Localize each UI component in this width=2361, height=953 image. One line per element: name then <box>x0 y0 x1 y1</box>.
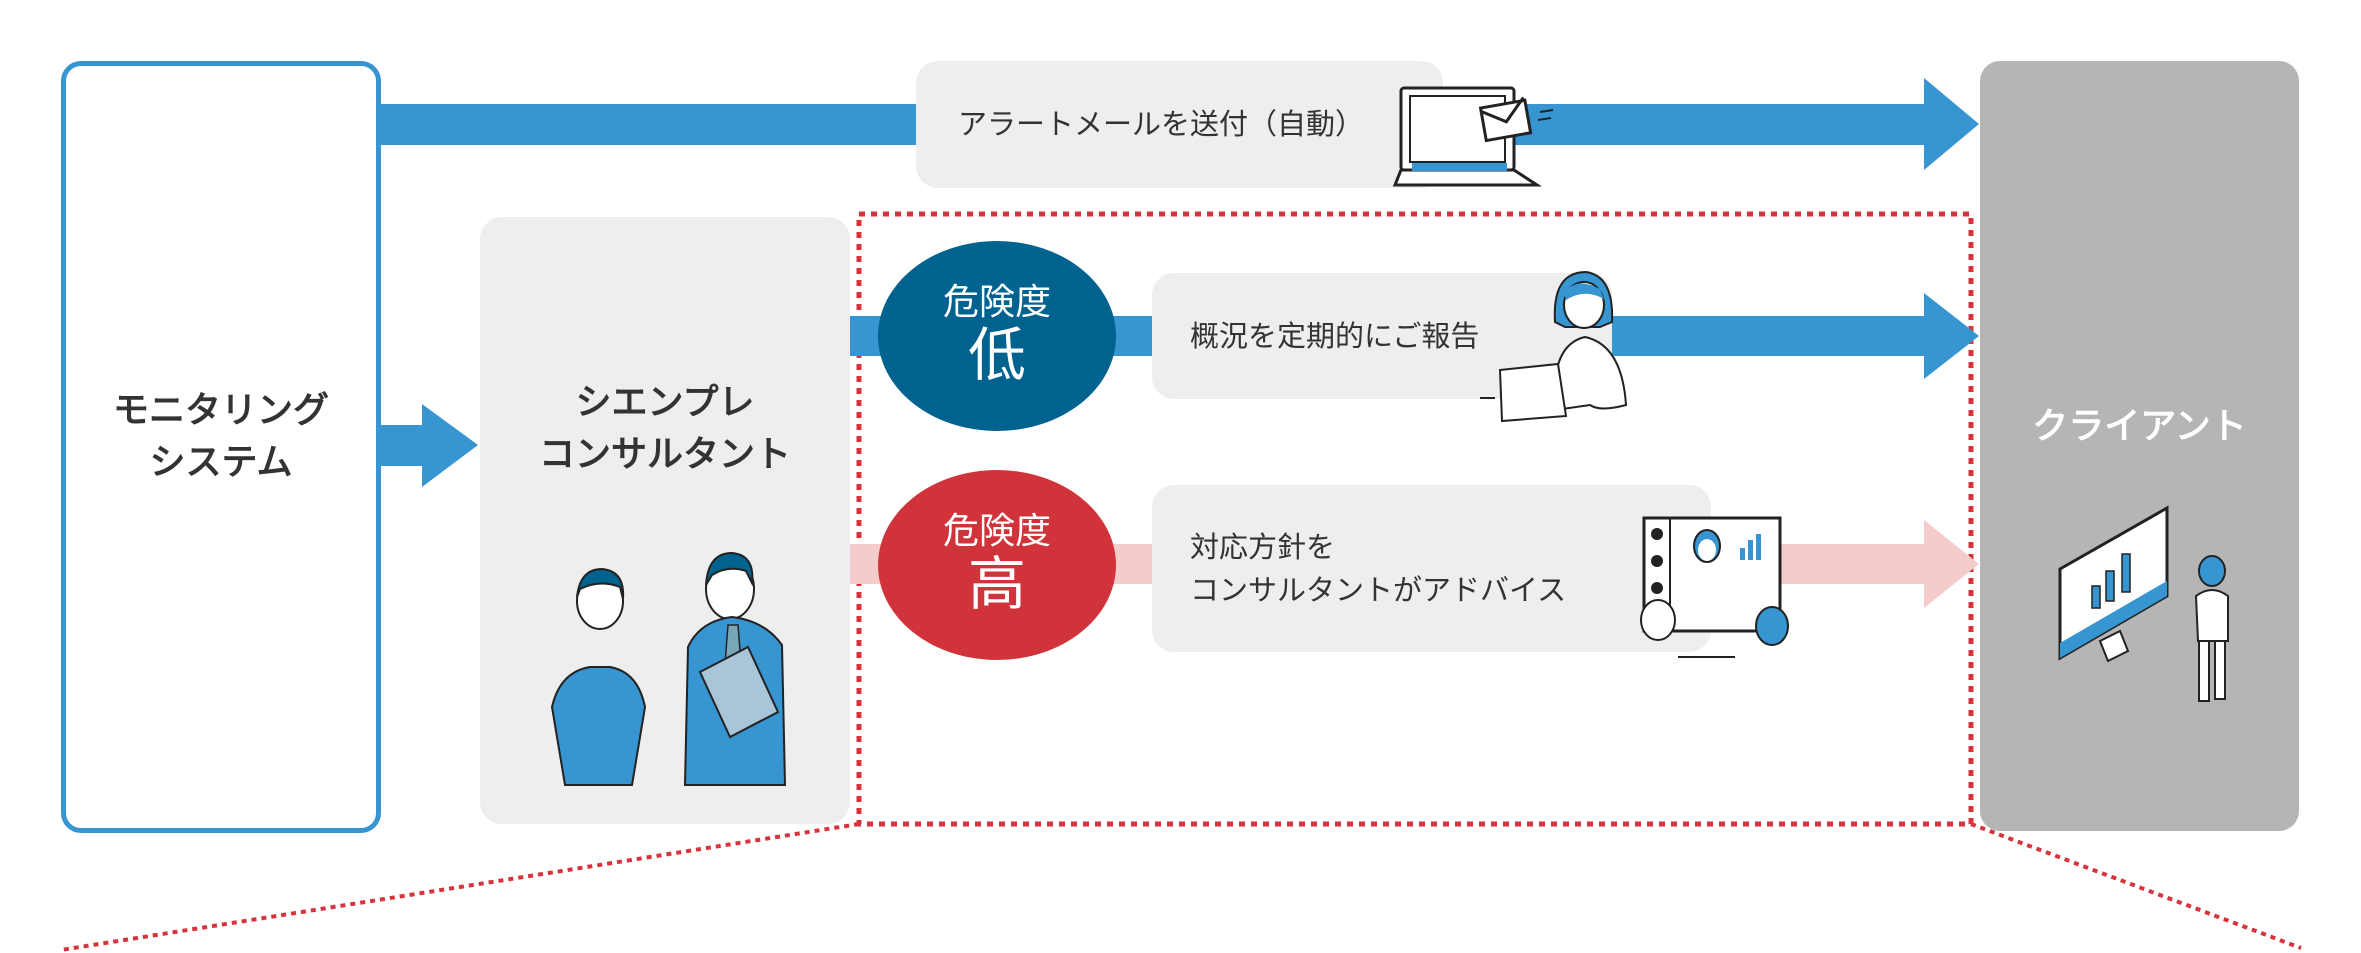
alert-connector-bar <box>376 104 921 145</box>
consultant-title-line1: シエンプレ <box>575 382 755 423</box>
high-arrow-shaft <box>1700 544 1930 584</box>
consultants-illustration <box>550 551 787 786</box>
risk-low-level: 低 <box>967 321 1026 390</box>
alert-box: アラートメールを送付（自動） <box>916 61 1443 188</box>
zoom-line-right <box>1970 822 2302 950</box>
client-title: クライアント <box>2032 406 2247 447</box>
risk-assessment-frame <box>856 211 1974 827</box>
high-arrow-head <box>1924 520 1979 608</box>
client-box: クライアント <box>1980 61 2299 831</box>
alert-arrow-shaft <box>1440 104 1930 145</box>
risk-high-badge: 危険度 高 <box>878 470 1116 660</box>
risk-low-label: 危険度 <box>942 281 1051 323</box>
consultant-title-line2: コンサルタント <box>538 434 791 476</box>
risk-low-badge: 危険度 低 <box>878 241 1116 431</box>
consultant-arrow-shaft <box>376 425 426 466</box>
monitoring-system-box: モニタリング システム <box>61 61 381 833</box>
advice-text-line1: 対応方針を <box>1190 530 1336 565</box>
risk-high-label: 危険度 <box>942 510 1051 552</box>
advice-box: 対応方針を コンサルタントがアドバイス <box>1152 485 1711 652</box>
advice-text-line2: コンサルタントがアドバイス <box>1190 572 1567 607</box>
report-box: 概況を定期的にご報告 <box>1152 273 1612 399</box>
consultant-arrow-head <box>422 404 478 487</box>
zoom-line-left <box>60 822 860 952</box>
monitoring-title-line1: モニタリング <box>112 389 329 431</box>
alert-arrow-head <box>1924 78 1979 170</box>
monitoring-title-line2: システム <box>149 442 293 483</box>
low-arrow-shaft <box>1600 316 1930 356</box>
low-arrow-head <box>1924 293 1979 379</box>
report-text: 概況を定期的にご報告 <box>1190 318 1480 353</box>
client-monitor-illustration <box>2058 505 2229 702</box>
alert-text: アラートメールを送付（自動） <box>958 107 1365 142</box>
risk-high-level: 高 <box>967 550 1026 619</box>
consultant-box: シエンプレ コンサルタント <box>480 217 850 824</box>
